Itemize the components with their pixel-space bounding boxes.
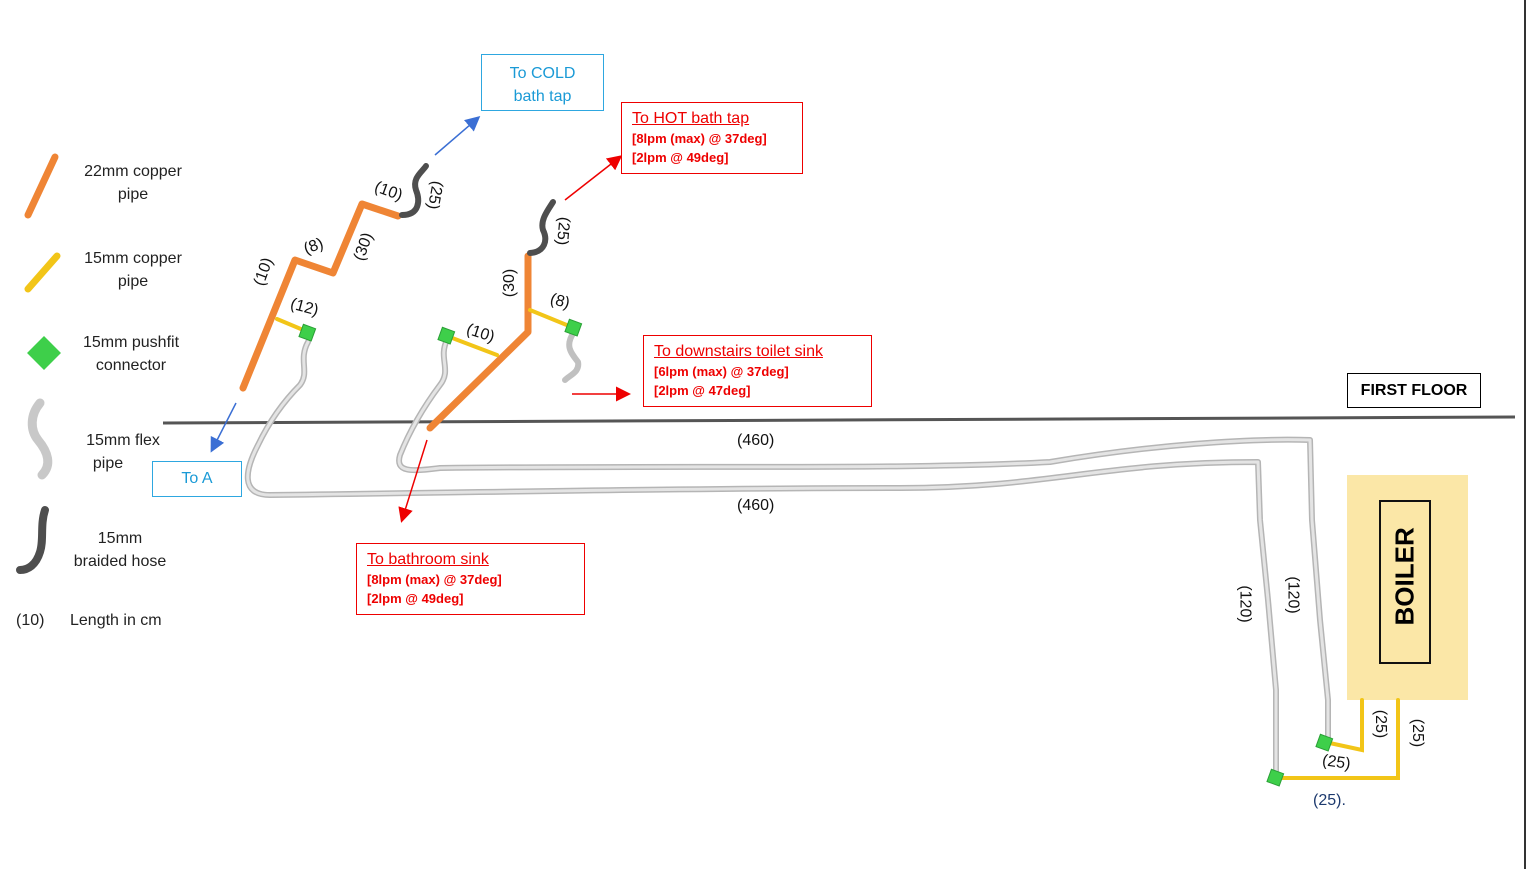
legend-label: 15mm copper [84, 250, 182, 267]
callout-toilet-sink: To downstairs toilet sink [6lpm (max) @ … [643, 335, 872, 407]
boiler-copper-15-a [1323, 698, 1364, 753]
callout-text: To COLD [509, 65, 576, 82]
pushfit-connector [564, 318, 583, 337]
braided-hose-icon [16, 506, 49, 574]
legend-label: 22mm copper [84, 163, 182, 180]
callout-text: [8lpm (max) @ 37deg] [632, 131, 767, 146]
callout-title: To downstairs toilet sink [654, 343, 823, 360]
length-label: (25) [1372, 709, 1390, 739]
flex-pipe-icon [27, 398, 53, 480]
length-label: (120) [1284, 576, 1302, 614]
length-label: (460) [737, 432, 775, 449]
legend-label: pipe [117, 273, 149, 290]
legend-braided: 15mm braided hose [60, 527, 180, 573]
arrow-to-cold-tap [434, 116, 481, 156]
hot-copper-22 [426, 252, 532, 432]
callout-text: [6lpm (max) @ 37deg] [654, 364, 789, 379]
length-label: (25) [1321, 752, 1352, 773]
toilet-flex [562, 329, 582, 383]
boiler-label-box [1379, 500, 1431, 664]
pushfit-connector [437, 326, 456, 345]
length-label: (30) [501, 268, 519, 298]
cold-copper-22 [239, 200, 402, 392]
length-label: (25) [553, 216, 573, 246]
callout-hot-bath-tap: To HOT bath tap [8lpm (max) @ 37deg] [2l… [621, 102, 803, 174]
sink-copper-15 [445, 334, 499, 357]
orange-pipe-icon [24, 153, 59, 219]
callout-to-a: To A [152, 461, 242, 497]
callout-text: [8lpm (max) @ 37deg] [367, 572, 502, 587]
length-label: (460) [737, 497, 775, 514]
first-floor-label: FIRST FLOOR [1347, 373, 1481, 408]
legend-label: 15mm pushfit [82, 334, 180, 351]
callout-title: To HOT bath tap [632, 110, 750, 127]
boiler-label: BOILER [1389, 527, 1420, 626]
legend-label: pipe [92, 455, 124, 472]
toilet-copper-15 [528, 308, 576, 330]
flex-pipes [244, 329, 1331, 779]
length-label: (25) [1409, 718, 1427, 748]
callout-title: To bathroom sink [367, 551, 489, 568]
green-connector-icon [27, 336, 61, 370]
callout-cold-bath-tap: To COLD bath tap [481, 54, 604, 111]
arrow-to-hot-tap [564, 155, 623, 201]
callout-text: [2lpm @ 49deg] [367, 591, 464, 606]
legend-length-key: (10) [16, 612, 45, 629]
legend-22mm: 22mm copper pipe [70, 160, 196, 206]
pushfit-connector [1315, 733, 1334, 752]
arrow-to-bathroom-sink [398, 439, 428, 523]
floor-line [162, 415, 1516, 425]
cold-braided-hose [399, 163, 429, 218]
callout-text: bath tap [513, 88, 572, 105]
legend-flex: 15mm flex pipe [72, 429, 174, 475]
callout-bathroom-sink: To bathroom sink [8lpm (max) @ 37deg] [2… [356, 543, 585, 615]
legend-15mm: 15mm copper pipe [70, 247, 196, 293]
length-label: (120) [1236, 585, 1254, 623]
length-label: (25). [1313, 792, 1346, 809]
pushfit-connector [1266, 768, 1285, 787]
legend-label: 15mm flex [86, 432, 160, 449]
legend-label: 15mm [97, 530, 143, 547]
pushfit-connector [298, 323, 317, 342]
arrow-to-a [210, 402, 237, 453]
boiler-copper-15-b [1274, 698, 1400, 780]
legend-connector: 15mm pushfit connector [68, 331, 194, 377]
legend-label: pipe [117, 186, 149, 203]
callout-text: [2lpm @ 47deg] [654, 383, 751, 398]
callout-text: [2lpm @ 49deg] [632, 150, 729, 165]
yellow-pipe-icon [24, 252, 61, 293]
legend-label: connector [95, 357, 167, 374]
legend-length-desc: Length in cm [70, 612, 162, 629]
hot-braided-hose [527, 199, 556, 256]
legend-label: braided hose [73, 553, 167, 570]
